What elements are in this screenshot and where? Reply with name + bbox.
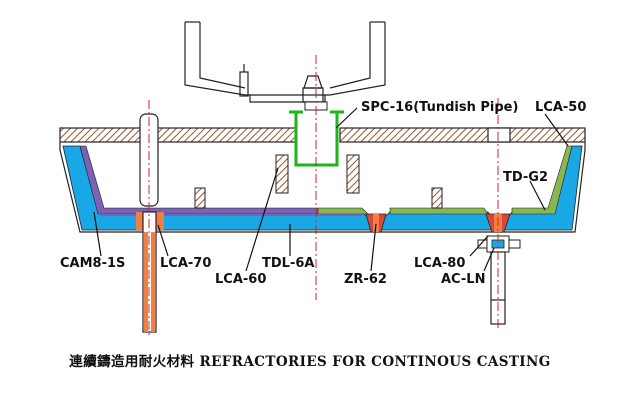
label-lca80: LCA-80 (414, 256, 465, 271)
leader-lines (93, 107, 569, 272)
label-acln: AC-LN (441, 272, 485, 287)
caption: 連續鑄造用耐火材料 REFRACTORIES FOR CONTINOUS CAS… (69, 353, 550, 370)
label-zr62: ZR-62 (344, 272, 387, 287)
label-lca50: LCA-50 (535, 100, 586, 115)
zr62-nozzle (365, 213, 387, 233)
ladle-frame (184, 21, 386, 103)
label-lca70: LCA-70 (160, 256, 211, 271)
dams (194, 154, 443, 209)
left-stopper-assembly (136, 113, 164, 333)
label-lca60: LCA-60 (215, 272, 266, 287)
label-cam81s: CAM8-1S (60, 256, 125, 271)
label-tdg2: TD-G2 (503, 170, 548, 185)
label-tdl6a: TDL-6A (262, 256, 314, 271)
label-spc16: SPC-16(Tundish Pipe) (361, 100, 518, 115)
tundish-cover (59, 127, 586, 143)
tundish-shell (59, 142, 586, 233)
